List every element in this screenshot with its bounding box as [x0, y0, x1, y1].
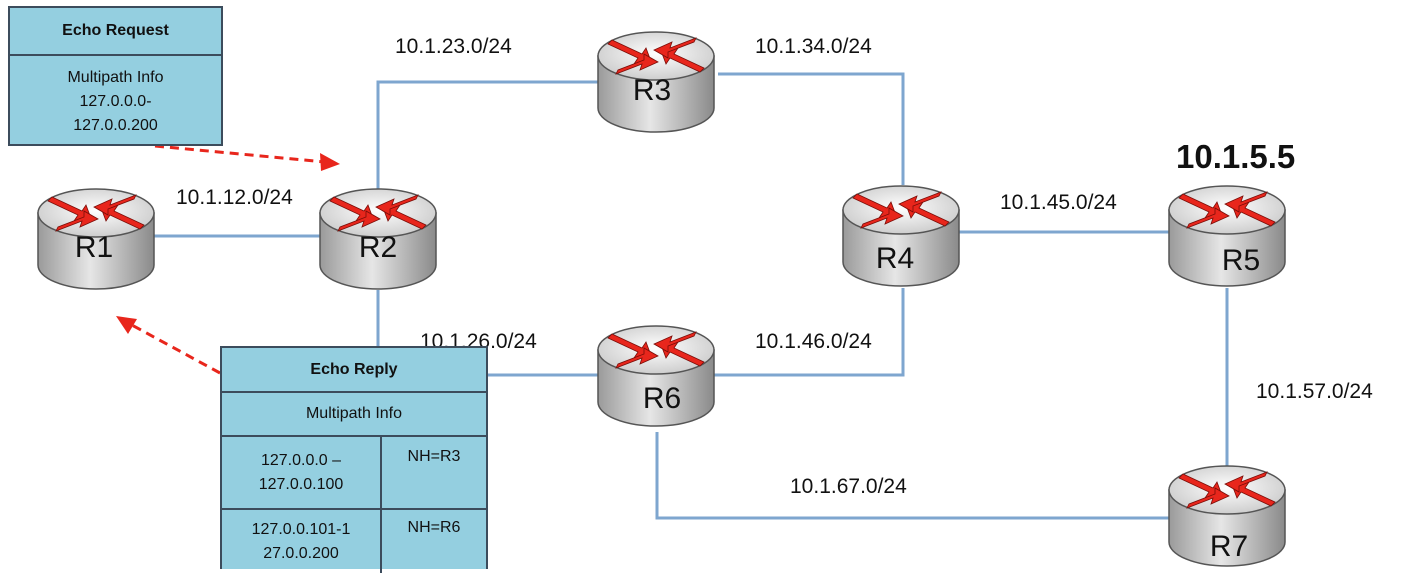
- echo-request-title: Echo Request: [10, 8, 221, 56]
- echo-reply-range-line2: 127.0.0.100: [258, 475, 344, 493]
- echo-reply-next-hop: NH=R3: [407, 448, 461, 465]
- echo-reply-row: 127.0.0.0 – 127.0.0.100 NH=R3: [222, 437, 486, 510]
- router-label-r7: R7: [1210, 530, 1248, 563]
- echo-reply-range-cell: 127.0.0.101-1 27.0.0.200: [222, 510, 382, 573]
- subnet-label-r4-r6: 10.1.46.0/24: [755, 330, 872, 353]
- subnet-label-r1-r2: 10.1.12.0/24: [176, 186, 293, 209]
- router-label-r6: R6: [643, 382, 681, 415]
- link-r3-r4: [718, 72, 905, 185]
- router-r4: R4: [842, 185, 960, 287]
- subnet-label-r6-r7: 10.1.67.0/24: [790, 475, 907, 498]
- subnet-label-r5-r7: 10.1.57.0/24: [1256, 380, 1373, 403]
- echo-reply-range-line1: 127.0.0.101-1: [251, 520, 351, 538]
- router-r2: R2: [319, 188, 437, 290]
- echo-reply-arrow: [116, 316, 221, 375]
- router-r1: R1: [37, 188, 155, 290]
- link-r6-r7: [655, 432, 1172, 520]
- arrowhead-icon: [320, 153, 340, 171]
- echo-request-multipath-label: Multipath Info: [67, 69, 164, 86]
- router-label-r3: R3: [633, 74, 671, 107]
- echo-request-arrow: [154, 144, 340, 171]
- router-label-r1: R1: [75, 231, 113, 264]
- router-r3: R3: [597, 31, 715, 133]
- router-r6: R6: [597, 325, 715, 427]
- echo-reply-row: 127.0.0.101-1 27.0.0.200 NH=R6: [222, 510, 486, 573]
- echo-reply-next-hop: NH=R6: [407, 519, 461, 536]
- echo-reply-next-hop-cell: NH=R6: [382, 510, 486, 573]
- router-r7: R7: [1168, 465, 1286, 567]
- echo-reply-range-line1: 127.0.0.0 –: [260, 451, 342, 469]
- subnet-label-r4-r5: 10.1.45.0/24: [1000, 191, 1117, 214]
- echo-reply-box: Echo Reply Multipath Info 127.0.0.0 – 12…: [220, 346, 488, 573]
- destination-address: 10.1.5.5: [1176, 138, 1295, 175]
- router-r5: R5: [1168, 185, 1286, 287]
- echo-request-box: Echo Request Multipath Info 127.0.0.0- 1…: [8, 6, 223, 146]
- echo-reply-multipath-label: Multipath Info: [222, 393, 486, 437]
- echo-reply-range-line2: 27.0.0.200: [263, 544, 339, 562]
- arrowhead-icon: [116, 316, 137, 334]
- subnet-label-r2-r3: 10.1.23.0/24: [395, 35, 512, 58]
- router-label-r2: R2: [359, 231, 397, 264]
- echo-request-range-start: 127.0.0.0-: [79, 93, 152, 110]
- echo-reply-range-cell: 127.0.0.0 – 127.0.0.100: [222, 437, 382, 508]
- echo-reply-next-hop-cell: NH=R3: [382, 437, 486, 508]
- router-label-r4: R4: [876, 242, 914, 275]
- echo-reply-title: Echo Reply: [222, 348, 486, 393]
- echo-request-range-end: 127.0.0.200: [73, 117, 158, 134]
- link-r2-r3: [376, 80, 605, 190]
- router-label-r5: R5: [1222, 244, 1260, 277]
- link-r4-r6: [712, 288, 905, 377]
- subnet-label-r3-r4: 10.1.34.0/24: [755, 35, 872, 58]
